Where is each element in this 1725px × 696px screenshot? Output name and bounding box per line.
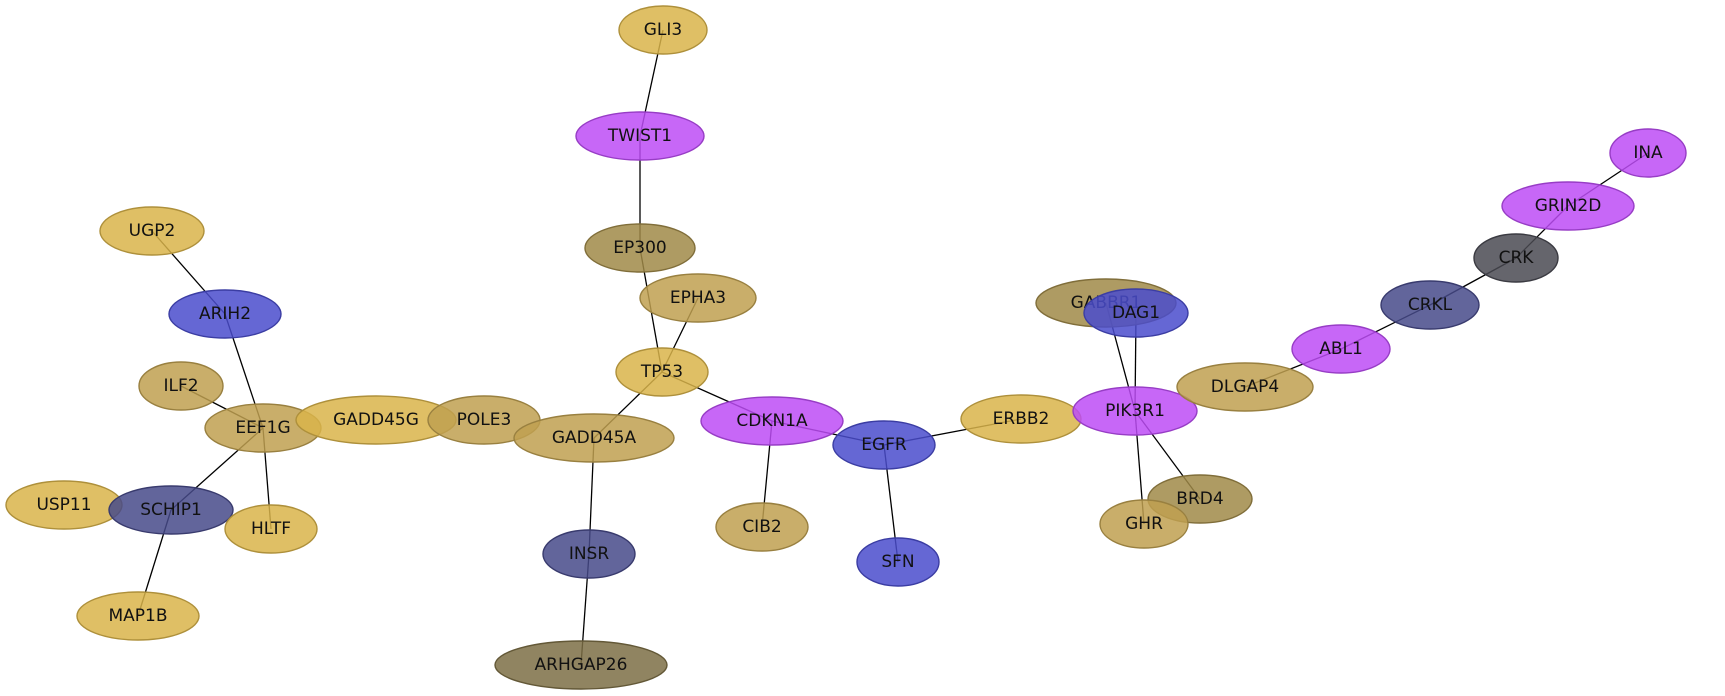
node-label-usp11: USP11 [36, 495, 91, 515]
node-sfn[interactable]: SFN [856, 537, 940, 587]
node-label-dlgap4: DLGAP4 [1211, 377, 1279, 397]
node-dlgap4[interactable]: DLGAP4 [1176, 362, 1314, 412]
node-hltf[interactable]: HLTF [224, 504, 318, 554]
node-ellipse-crk[interactable] [1473, 233, 1559, 283]
node-label-schip1: SCHIP1 [140, 500, 202, 520]
node-label-abl1: ABL1 [1319, 339, 1363, 359]
node-ugp2[interactable]: UGP2 [99, 206, 205, 256]
node-ellipse-schip1[interactable] [108, 485, 234, 535]
node-cdkn1a[interactable]: CDKN1A [700, 396, 844, 446]
node-ep300[interactable]: EP300 [584, 223, 696, 273]
node-ellipse-dag1[interactable] [1083, 288, 1189, 338]
node-ellipse-arhgap26[interactable] [494, 640, 668, 690]
node-label-egfr: EGFR [861, 435, 907, 455]
node-arih2[interactable]: ARIH2 [168, 289, 282, 339]
node-ellipse-tp53[interactable] [615, 347, 709, 397]
node-label-brd4: BRD4 [1176, 489, 1223, 509]
node-label-gadd45a: GADD45A [552, 428, 637, 448]
node-dag1[interactable]: DAG1 [1083, 288, 1189, 338]
node-crk[interactable]: CRK [1473, 233, 1559, 283]
node-ellipse-hltf[interactable] [224, 504, 318, 554]
node-label-crkl: CRKL [1408, 295, 1453, 315]
node-pole3[interactable]: POLE3 [427, 395, 541, 445]
node-label-eef1g: EEF1G [235, 418, 290, 438]
node-ellipse-arih2[interactable] [168, 289, 282, 339]
node-ellipse-gli3[interactable] [618, 5, 708, 55]
node-label-ina: INA [1633, 143, 1663, 163]
node-insr[interactable]: INSR [542, 529, 636, 579]
node-ellipse-ep300[interactable] [584, 223, 696, 273]
node-pik3r1[interactable]: PIK3R1 [1072, 386, 1198, 436]
node-ellipse-pik3r1[interactable] [1072, 386, 1198, 436]
node-ghr[interactable]: GHR [1099, 499, 1189, 549]
node-twist1[interactable]: TWIST1 [575, 111, 705, 161]
node-gli3[interactable]: GLI3 [618, 5, 708, 55]
node-label-arih2: ARIH2 [199, 304, 251, 324]
node-label-insr: INSR [569, 544, 610, 564]
node-erbb2[interactable]: ERBB2 [960, 394, 1082, 444]
node-label-grin2d: GRIN2D [1535, 196, 1602, 216]
node-eef1g[interactable]: EEF1G [204, 403, 322, 453]
node-label-tp53: TP53 [640, 362, 683, 382]
node-label-pik3r1: PIK3R1 [1105, 401, 1165, 421]
node-ellipse-cib2[interactable] [715, 502, 809, 552]
node-label-erbb2: ERBB2 [993, 409, 1050, 429]
node-label-cib2: CIB2 [742, 517, 781, 537]
node-label-arhgap26: ARHGAP26 [535, 655, 628, 675]
node-abl1[interactable]: ABL1 [1291, 324, 1391, 374]
node-label-ep300: EP300 [613, 238, 666, 258]
node-label-crk: CRK [1499, 248, 1535, 268]
node-usp11[interactable]: USP11 [5, 480, 123, 530]
node-ellipse-twist1[interactable] [575, 111, 705, 161]
node-map1b[interactable]: MAP1B [76, 591, 200, 641]
node-ellipse-crkl[interactable] [1380, 280, 1480, 330]
node-epha3[interactable]: EPHA3 [639, 273, 757, 323]
node-label-ghr: GHR [1125, 514, 1163, 534]
node-ina[interactable]: INA [1609, 128, 1687, 178]
node-crkl[interactable]: CRKL [1380, 280, 1480, 330]
node-ellipse-insr[interactable] [542, 529, 636, 579]
node-ellipse-gadd45a[interactable] [513, 413, 675, 463]
node-ellipse-map1b[interactable] [76, 591, 200, 641]
node-egfr[interactable]: EGFR [832, 420, 936, 470]
node-ellipse-egfr[interactable] [832, 420, 936, 470]
node-label-map1b: MAP1B [108, 606, 167, 626]
node-label-sfn: SFN [881, 552, 914, 572]
node-label-dag1: DAG1 [1112, 303, 1160, 323]
node-ilf2[interactable]: ILF2 [138, 361, 224, 411]
node-gadd45a[interactable]: GADD45A [513, 413, 675, 463]
node-label-gadd45g: GADD45G [333, 410, 419, 430]
node-label-ugp2: UGP2 [129, 221, 176, 241]
node-ellipse-grin2d[interactable] [1501, 181, 1635, 231]
node-label-epha3: EPHA3 [670, 288, 726, 308]
node-gadd45g[interactable]: GADD45G [295, 395, 457, 445]
node-ellipse-cdkn1a[interactable] [700, 396, 844, 446]
node-label-ilf2: ILF2 [163, 376, 198, 396]
node-ellipse-ghr[interactable] [1099, 499, 1189, 549]
node-ellipse-ilf2[interactable] [138, 361, 224, 411]
node-ellipse-dlgap4[interactable] [1176, 362, 1314, 412]
node-label-cdkn1a: CDKN1A [736, 411, 808, 431]
node-label-gli3: GLI3 [644, 20, 682, 40]
node-arhgap26[interactable]: ARHGAP26 [494, 640, 668, 690]
node-ellipse-sfn[interactable] [856, 537, 940, 587]
node-ellipse-ina[interactable] [1609, 128, 1687, 178]
node-schip1[interactable]: SCHIP1 [108, 485, 234, 535]
node-tp53[interactable]: TP53 [615, 347, 709, 397]
node-ellipse-epha3[interactable] [639, 273, 757, 323]
node-grin2d[interactable]: GRIN2D [1501, 181, 1635, 231]
node-label-pole3: POLE3 [457, 410, 512, 430]
node-label-twist1: TWIST1 [607, 126, 672, 146]
node-cib2[interactable]: CIB2 [715, 502, 809, 552]
node-ellipse-abl1[interactable] [1291, 324, 1391, 374]
node-label-hltf: HLTF [251, 519, 291, 539]
node-ellipse-ugp2[interactable] [99, 206, 205, 256]
